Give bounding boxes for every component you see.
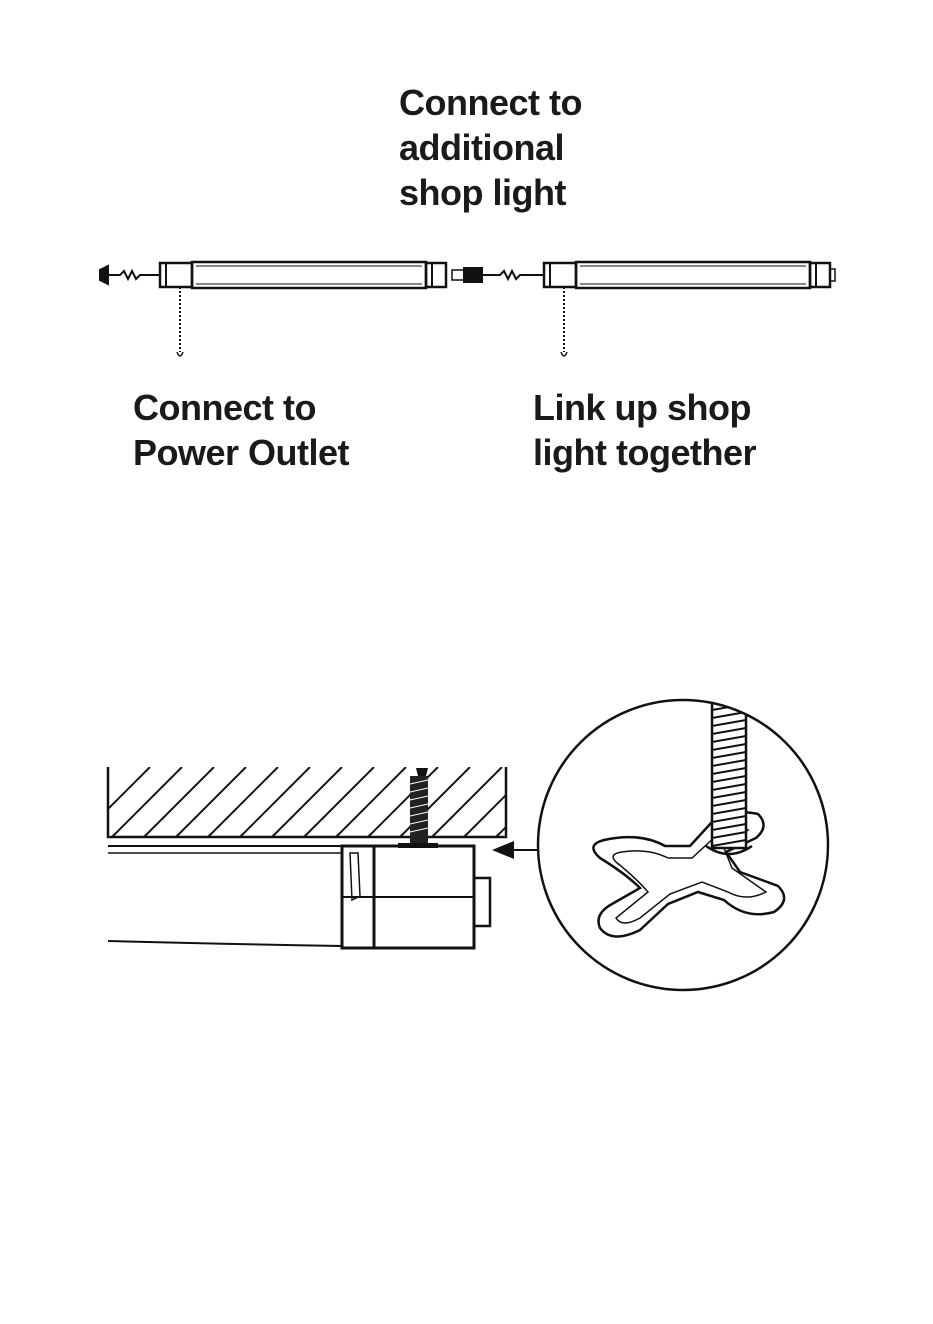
shop-light-right: [544, 262, 835, 356]
ceiling-hatch: [80, 767, 566, 837]
link-connector: [452, 268, 544, 282]
detail-magnifier: [538, 690, 828, 990]
mounting-screw: [410, 768, 428, 846]
power-plug-icon: [100, 266, 108, 284]
mounted-light-end: [108, 843, 490, 948]
pointer-arrow-icon: [492, 841, 538, 859]
shop-light-left: [100, 262, 446, 356]
